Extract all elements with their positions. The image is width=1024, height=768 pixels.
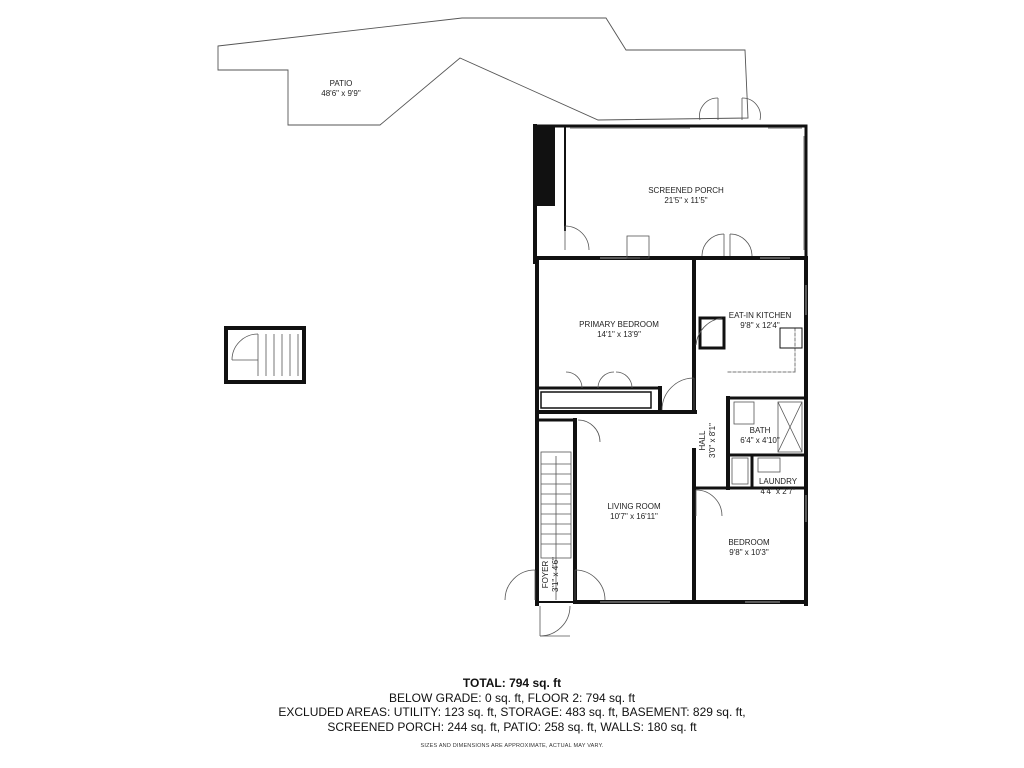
foyer-label: FOYER 3'1" x 4'6" <box>541 557 561 592</box>
bedroom-label: BEDROOM 9'8" x 10'3" <box>728 538 769 558</box>
room-dims: 10'7" x 16'11" <box>610 512 658 521</box>
room-dims: 9'8" x 10'3" <box>729 548 769 557</box>
room-dims: 14'1" x 13'9" <box>597 330 641 339</box>
summary-line-2: EXCLUDED AREAS: UTILITY: 123 sq. ft, STO… <box>278 705 746 719</box>
summary-line-3: SCREENED PORCH: 244 sq. ft, PATIO: 258 s… <box>327 719 697 734</box>
bath-label: BATH 6'4" x 4'10" <box>740 426 779 446</box>
room-dims: 4'4" x 2'7" <box>760 487 796 496</box>
room-dims: 6'4" x 4'10" <box>740 436 780 445</box>
room-name: SCREENED PORCH <box>648 186 724 195</box>
basement-stair-block <box>224 326 306 384</box>
disclaimer: SIZES AND DIMENSIONS ARE APPROXIMATE, AC… <box>420 743 604 749</box>
patio-outline <box>217 17 749 126</box>
primary-bedroom-label: PRIMARY BEDROOM 14'1" x 13'9" <box>579 320 659 340</box>
porch-column <box>626 235 650 259</box>
room-dims: 21'5" x 11'5" <box>664 196 708 205</box>
room-name: EAT-IN KITCHEN <box>728 311 792 320</box>
kitchen-label: EAT-IN KITCHEN 9'8" x 12'4" <box>729 311 792 331</box>
screened-porch-label: SCREENED PORCH 21'5" x 11'5" <box>648 186 724 206</box>
hall-label: HALL 3'0" x 8'1" <box>698 423 718 458</box>
summary-line-1: BELOW GRADE: 0 sq. ft, FLOOR 2: 794 sq. … <box>388 690 636 705</box>
laundry-label: LAUNDRY 4'4" x 2'7" <box>759 477 797 497</box>
interior-stairs <box>540 451 572 600</box>
door-swings <box>504 97 761 637</box>
room-name: PRIMARY BEDROOM <box>579 320 659 329</box>
room-name: LIVING ROOM <box>607 502 661 511</box>
room-name: BEDROOM <box>728 538 770 547</box>
room-dims: 3'0" x 8'1" <box>708 423 717 458</box>
patio-label: PATIO 48'6" x 9'9" <box>321 79 360 99</box>
living-room-label: LIVING ROOM 10'7" x 16'11" <box>607 502 660 522</box>
bath-fixtures <box>731 401 803 485</box>
room-name: FOYER <box>541 560 550 589</box>
room-name: LAUNDRY <box>758 477 798 486</box>
room-name: PATIO <box>329 79 353 88</box>
room-dims: 9'8" x 12'4" <box>740 321 780 330</box>
area-summary: TOTAL: 794 sq. ft BELOW GRADE: 0 sq. ft,… <box>0 676 1024 750</box>
room-name: HALL <box>698 430 707 451</box>
total-area: TOTAL: 794 sq. ft <box>462 676 562 690</box>
room-name: BATH <box>749 426 771 435</box>
room-dims: 48'6" x 9'9" <box>321 89 361 98</box>
room-dims: 3'1" x 4'6" <box>551 557 560 592</box>
